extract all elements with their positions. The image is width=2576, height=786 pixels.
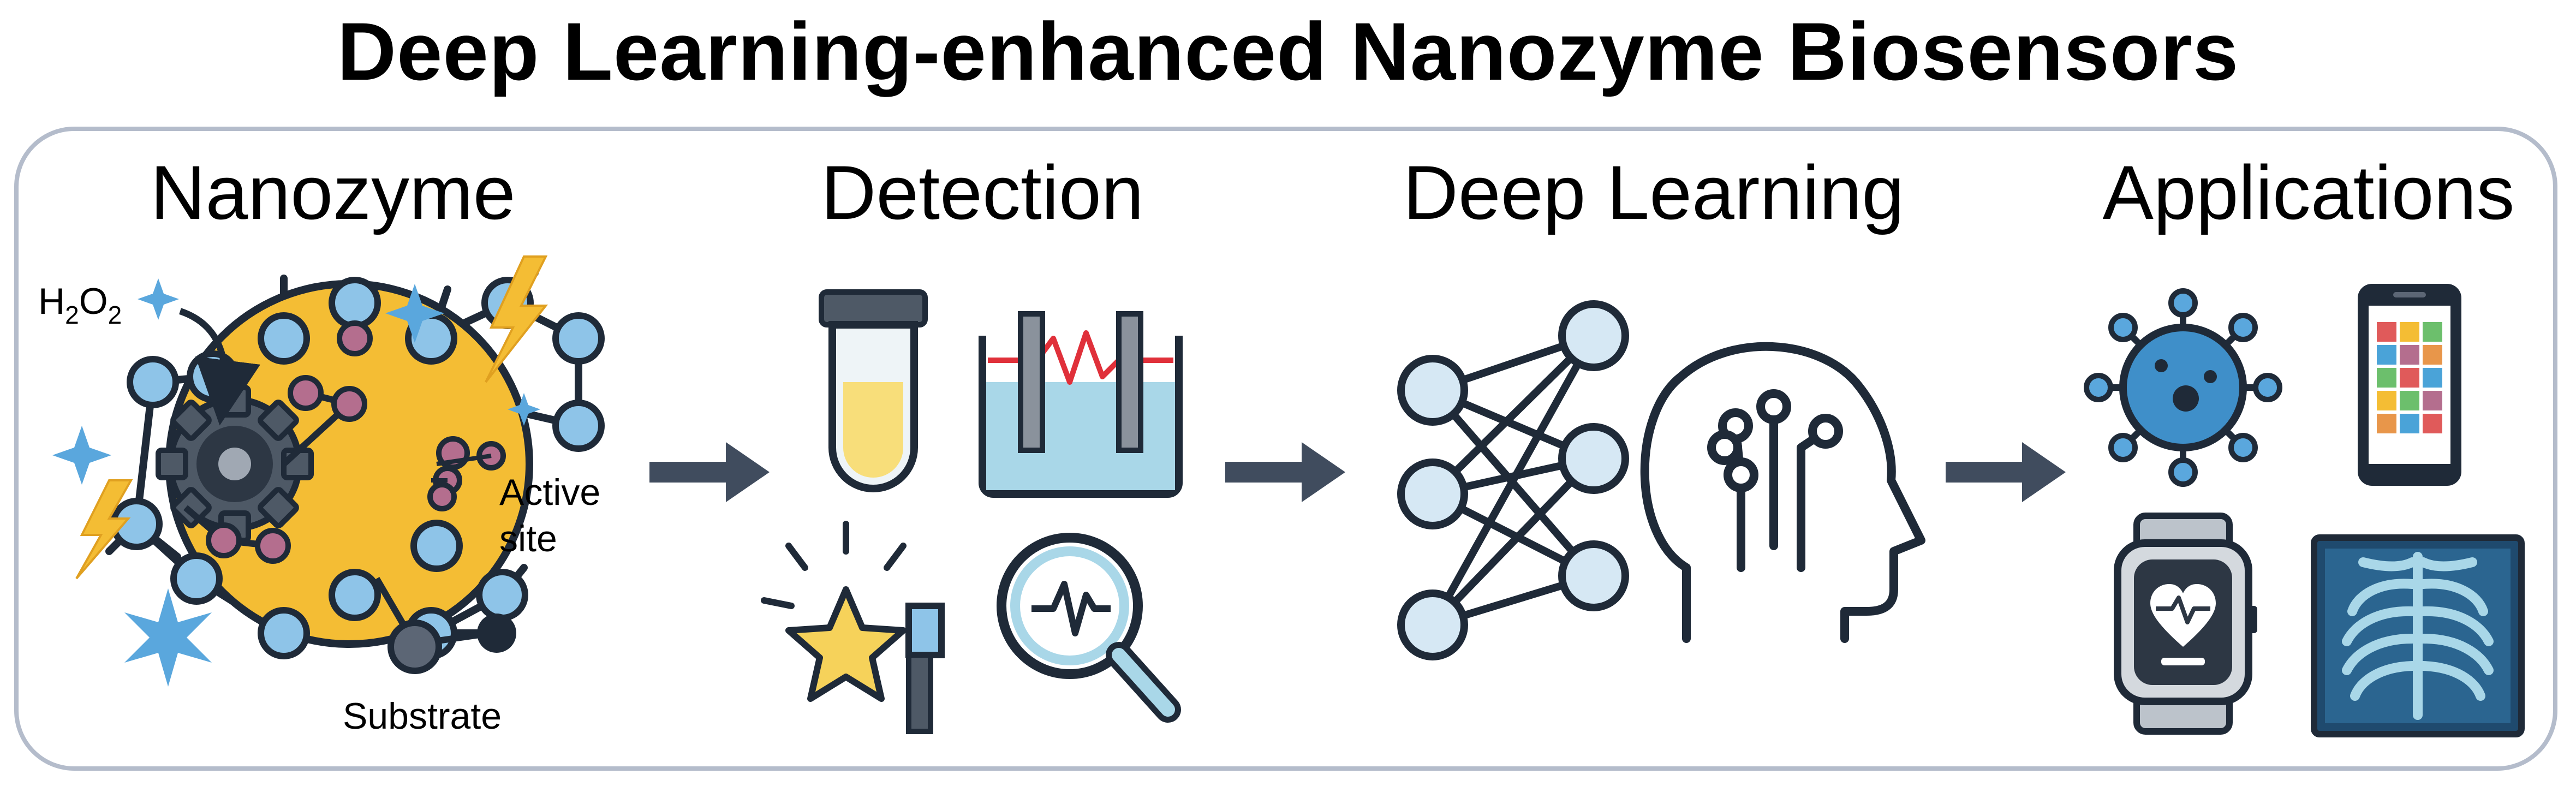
magnifier-signal-icon (997, 533, 1181, 723)
flow-arrow-icon (649, 442, 2066, 502)
smartwatch-icon (2114, 513, 2257, 735)
sparkle-icon (52, 278, 540, 687)
diagram-panel (14, 127, 2557, 771)
h2o2-label: H2O2 (38, 281, 122, 329)
active-site-label-line2: site (499, 518, 557, 559)
page-title: Deep Learning-enhanced Nanozyme Biosenso… (337, 5, 2239, 97)
active-site-label-line1: Active (499, 472, 600, 513)
lightning-icon (75, 255, 548, 580)
virus-icon (2084, 288, 2282, 487)
section-label-detection: Detection (821, 150, 1144, 235)
smartphone-icon (2358, 284, 2461, 486)
section-label-applications: Applications (2102, 150, 2515, 235)
section-label-deep-learning: Deep Learning (1403, 150, 1905, 235)
electrochemical-cell-icon (979, 311, 1183, 498)
xray-icon (2311, 534, 2525, 737)
substrate-label: Substrate (343, 695, 502, 737)
ai-head-icon (1640, 342, 1925, 643)
section-label-nanozyme: Nanozyme (150, 150, 516, 235)
test-tube-icon (819, 289, 928, 492)
fluorescence-star-icon (761, 521, 945, 734)
nanozyme-illustration: H2O2 Active site Substrate (38, 255, 605, 737)
neural-network-icon (1397, 300, 1629, 660)
substrate-molecule (373, 576, 516, 674)
